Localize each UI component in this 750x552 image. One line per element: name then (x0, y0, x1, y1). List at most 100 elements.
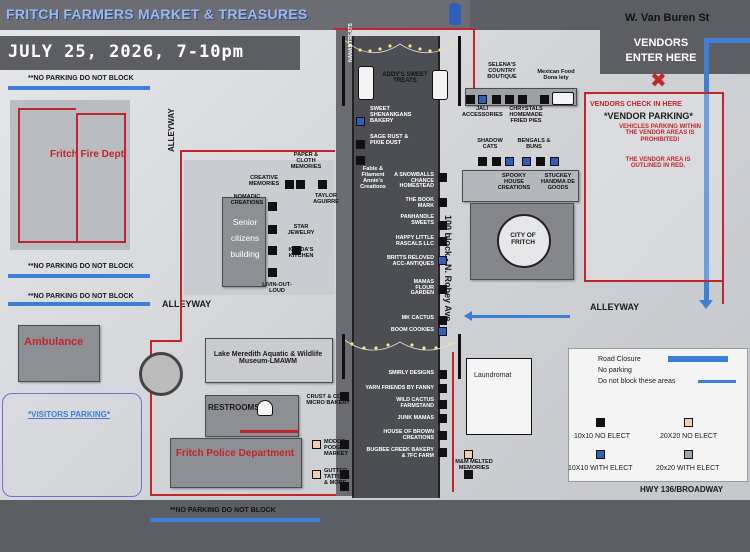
vendor-fable-filament: Fable & Filament Annie's Creations (360, 166, 386, 190)
legend-swatch-10x10-elect (596, 450, 605, 459)
legend-road-closure: Road Closure (598, 356, 641, 363)
vendor-parking-label: *VENDOR PARKING* (604, 111, 693, 121)
vendor-mm-melted: M&M MELTED MEMORIES (455, 459, 493, 471)
booth-10 (438, 285, 447, 294)
vendor-nomadic: NOMADIC CREATIONS (230, 194, 264, 206)
no-parking-arrow-lower (8, 302, 150, 306)
map-title: FRITCH FARMERS MARKET & TREASURES (6, 6, 308, 22)
no-parking-bottom: **NO PARKING DO NOT BLOCK (170, 507, 276, 514)
booth-10 (268, 268, 277, 277)
booth-10 (518, 95, 527, 104)
vendors-enter-panel (600, 30, 750, 74)
booth-10 (438, 198, 447, 207)
food-truck-icon (358, 66, 374, 100)
alleyway-right: ALLEYWAY (590, 302, 640, 312)
vendor-paper-cloth: PAPER & CLOTH MEMORIES (290, 152, 322, 170)
booth-10 (318, 180, 327, 189)
street-label-van-buren: W. Van Buren St (625, 12, 710, 24)
vendor-bengals: BENGALS & BUNS (517, 138, 551, 150)
booth-10 (492, 157, 501, 166)
aisle-shadow (336, 30, 352, 496)
vendor-snowballs: A SNOWBALLS CHANCE HOMESTEAD (394, 172, 434, 190)
enter-arrow-top (708, 38, 750, 43)
no-parking-arrow-mid (8, 274, 150, 278)
booth-10 (340, 392, 349, 401)
fire-dept-lot (10, 100, 130, 250)
city-seal (497, 214, 551, 268)
street-band-van-buren (470, 0, 750, 30)
booth-10 (296, 180, 305, 189)
alleyway-vertical: ALLEYWAY (167, 108, 176, 152)
vendor-chrystals: CHRYSTALS HOMEMADE FRIED PIES (509, 106, 543, 124)
booth-elect-10 (478, 95, 487, 104)
light-pole (342, 334, 345, 379)
vendor-mk-cactus: MK CACTUS (401, 315, 434, 321)
legend-do-not-block: Do not block these areas (598, 378, 676, 385)
vendor-outline-v1 (180, 150, 182, 340)
ambulance-building (18, 325, 100, 382)
booth-10 (356, 156, 365, 165)
booth-10 (438, 316, 447, 325)
vendor-book-mark: THE BOOK MARK (405, 197, 434, 209)
laundromat-building (466, 358, 532, 435)
vendor-kendas: KENDA'S KITCHEN (288, 247, 314, 259)
vendor-sage-rust: SAGE RUST & PIXIE DUST (370, 134, 409, 146)
booth-10 (285, 180, 294, 189)
vendor-jali: JALI ACCESSORIES (462, 106, 503, 118)
vendors-enter-label: VENDORS ENTER HERE (625, 37, 697, 64)
alleyway-mid: ALLEYWAY (162, 299, 212, 309)
booth-10 (438, 221, 447, 230)
vehicles-prohibited-note: VEHICLES PARKING WITHIN THE VENDOR AREAS… (619, 124, 701, 143)
legend-swatch-20x20-no-elect (684, 418, 693, 427)
booth-10 (438, 400, 447, 409)
booth-10 (505, 95, 514, 104)
visitors-parking-area (2, 393, 142, 497)
food-truck-icon (552, 92, 574, 105)
senior-label: Senior citizens building (230, 217, 260, 260)
light-pole (342, 36, 345, 106)
booth-20 (312, 470, 321, 479)
legend-20x20-no: 20X20 NO ELECT (660, 433, 718, 440)
booth-10 (340, 482, 349, 491)
vendor-livin: LIVIN-OUT-LOUD (262, 282, 292, 294)
legend-no-block-arrow (698, 380, 736, 383)
check-in-x-icon: ✖ (650, 68, 667, 92)
bottom-road (0, 500, 750, 552)
vendor-britts: BRITTS RELOVED ACC-ANTIQUES (386, 255, 434, 267)
vendor-panhandle-sweets: PANHANDLE SWEETS (400, 214, 434, 226)
police-building (170, 438, 302, 488)
booth-elect-10 (522, 157, 531, 166)
booth-10 (268, 225, 277, 234)
legend-road-closure-swatch (668, 356, 728, 362)
toilet-icon (257, 400, 273, 416)
fire-dept-outline (18, 108, 76, 243)
vendor-addys: ADDY'S SWEET TREATS (382, 72, 428, 85)
booth-10 (478, 157, 487, 166)
vendor-outline-h3 (150, 494, 355, 496)
central-aisle (352, 36, 440, 498)
booth-10 (464, 470, 473, 479)
vendor-selenas: SELENA'S COUNTRY BOUTIQUE (487, 62, 517, 80)
alleyway-arrow (470, 315, 570, 318)
booth-10 (540, 95, 549, 104)
booth-10 (438, 237, 447, 246)
booth-elect-10 (356, 117, 365, 126)
legend-swatch-20x20-elect (684, 450, 693, 459)
vendor-star-jewelry: STAR JEWELRY (287, 224, 315, 236)
booth-10 (438, 370, 447, 379)
vendor-yarn-friends: YARN FRIENDS BY FANNY (365, 385, 434, 391)
alleyway-arrow-head (464, 311, 472, 321)
legend-10x10-elect: 10X10 WITH ELECT (568, 465, 633, 472)
light-pole (458, 36, 461, 106)
booth-10 (536, 157, 545, 166)
string-lights-top (341, 37, 463, 54)
legend-panel (568, 348, 748, 482)
vendor-nanas: NANAS TREATS (348, 23, 354, 62)
no-parking-arrow-bottom (150, 518, 320, 522)
hwy-label: HWY 136/BROADWAY (640, 485, 724, 494)
enter-arrow-head (699, 300, 713, 309)
booth-10 (492, 95, 501, 104)
museum-building (205, 338, 333, 383)
food-truck-icon (432, 70, 448, 100)
legend-swatch-10x10-no-elect (596, 418, 605, 427)
